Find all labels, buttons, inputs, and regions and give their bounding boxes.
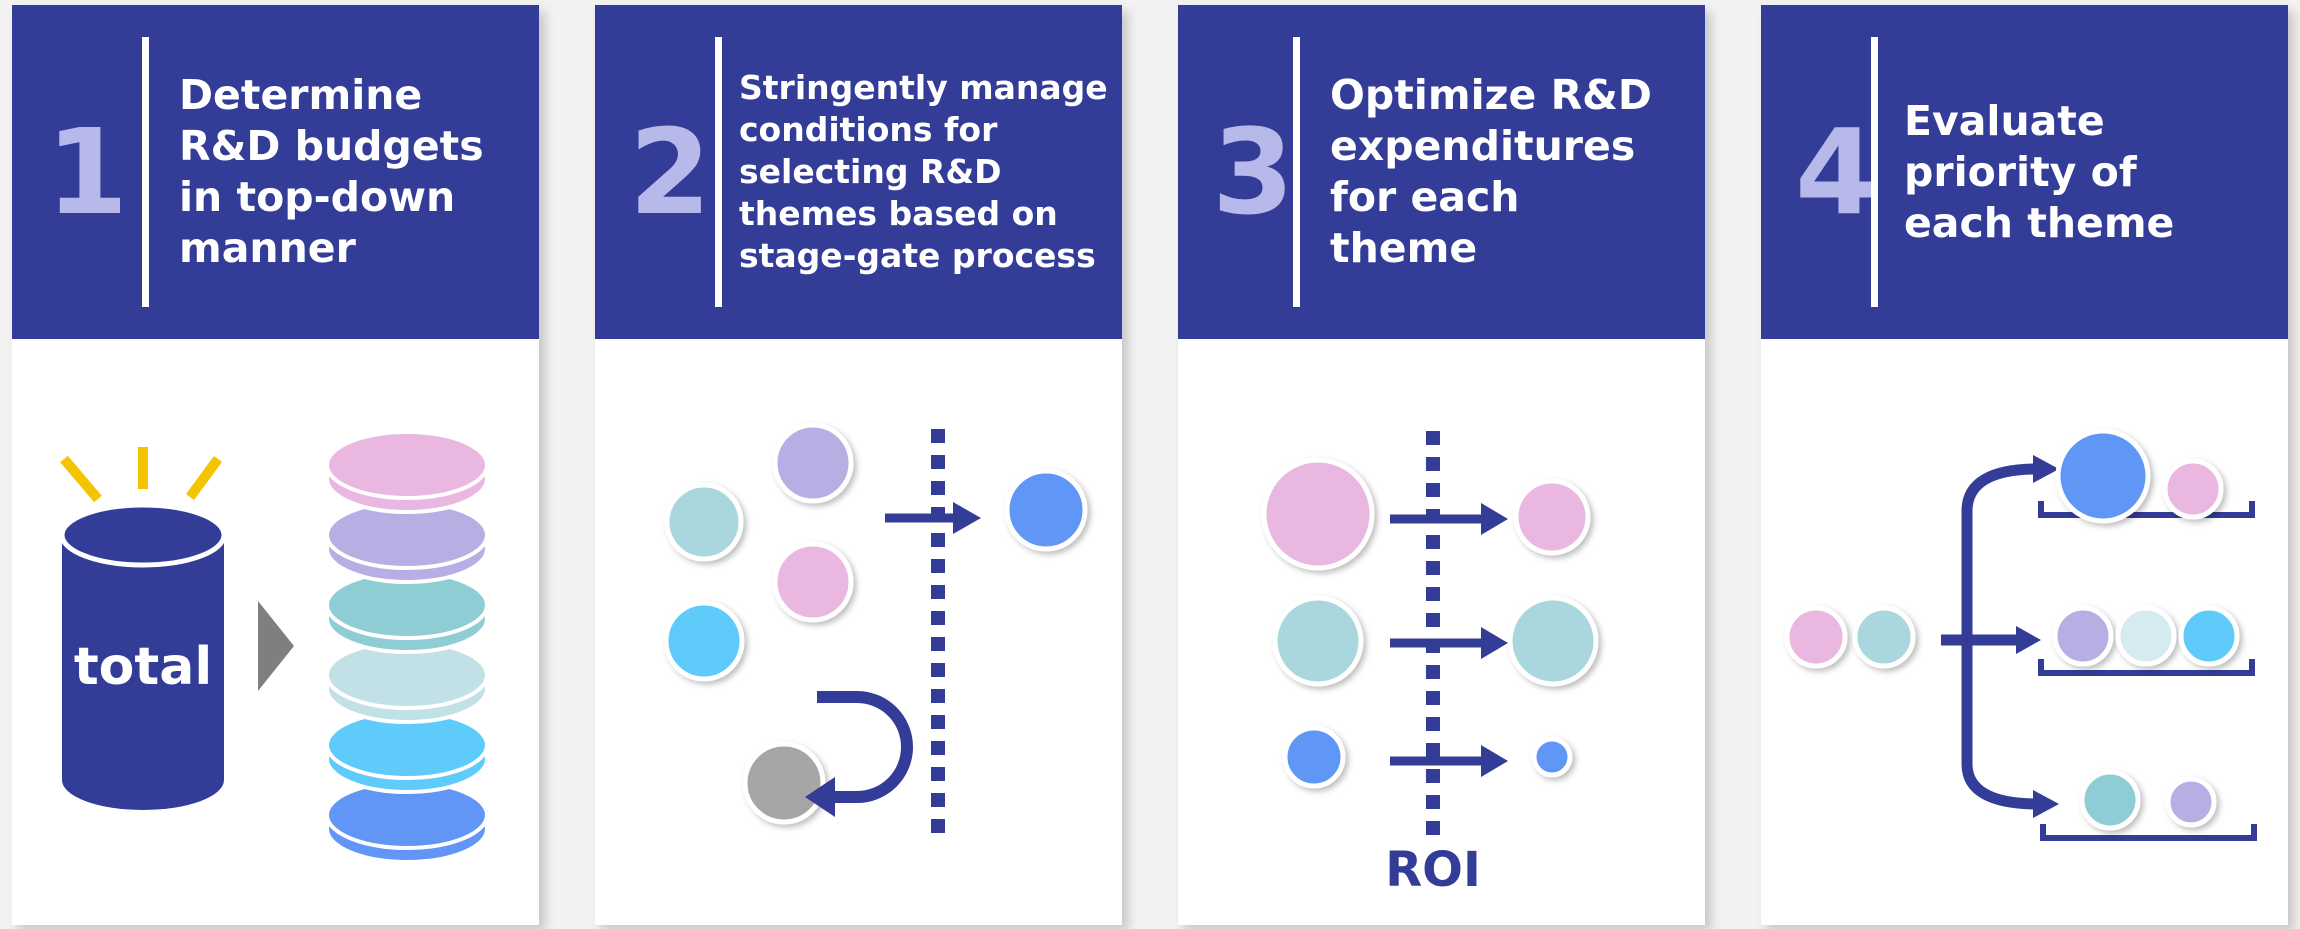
step-number-2: 2 [628,103,712,241]
disc-pink [325,430,489,514]
step-header-3: 3 Optimize R&D expenditures for each the… [1178,5,1705,339]
header-divider [1293,37,1300,307]
step-panel-1: 1 Determine R&D budgets in top-down mann… [12,5,539,925]
rejected-theme-circle-gray [742,741,826,825]
output-circle-teal [1507,595,1599,687]
roi-arrow-icon [1390,627,1508,659]
input-circle-blue [1282,725,1346,789]
priority-tray [2038,501,2257,841]
disc-sky [325,710,489,794]
output-circle-blue [1531,736,1573,778]
budget-disc-stack [325,430,489,864]
priority-circle-blue [2055,428,2151,524]
arrow-right-icon [258,601,294,691]
disc-light-teal [325,640,489,724]
priority-circle-pale [2115,605,2177,667]
budget-illustration: total [12,339,539,925]
priority-circle-pink [2162,458,2224,520]
candidate-circle-teal [1852,605,1916,669]
step-header-2: 2 Stringently manage conditions for sele… [595,5,1122,339]
step-header-1: 1 Determine R&D budgets in top-down mann… [12,5,539,339]
step-title-2: Stringently manage conditions for select… [739,68,1108,275]
header-divider [142,37,149,307]
disc-teal [325,570,489,654]
theme-circle-light-teal [664,482,744,562]
priority-illustration [1761,339,2288,925]
step-title-4: Evaluate priority of each theme [1904,96,2175,247]
step-panel-4: 4 Evaluate priority of each theme [1761,5,2288,925]
priority-circle-lavender [2052,605,2114,667]
header-divider [715,37,722,307]
step-panel-3: 3 Optimize R&D expenditures for each the… [1178,5,1705,925]
roi-label: ROI [1385,842,1481,898]
pass-arrow-icon [885,502,981,534]
total-budget-cylinder-icon: total [59,502,227,810]
theme-circle-lavender [772,422,854,504]
total-label: total [74,637,212,697]
priority-circle-sky [2178,605,2240,667]
step-title-3: Optimize R&D expenditures for each theme [1330,71,1652,272]
roi-arrow-icon [1390,745,1508,777]
input-circle-teal [1272,595,1364,687]
disc-lavender [325,500,489,584]
step-title-1: Determine R&D budgets in top-down manner [179,71,484,272]
priority-circle-lavender [2165,776,2217,828]
branching-arrow-icon [1941,463,2039,810]
roi-arrow-icon [1390,503,1508,535]
step-number-1: 1 [45,103,129,241]
disc-blue [325,780,489,864]
priority-circle-teal [2079,769,2141,831]
step-panel-2: 2 Stringently manage conditions for sele… [595,5,1122,925]
passed-theme-circle-blue [1004,468,1088,552]
header-divider [1871,37,1878,307]
input-circle-pink [1261,457,1375,571]
step-number-3: 3 [1211,103,1295,241]
theme-circle-pink [772,541,854,623]
return-arrow-icon [805,691,913,817]
step-number-4: 4 [1794,103,1878,241]
step-header-4: 4 Evaluate priority of each theme [1761,5,2288,339]
theme-circle-sky [663,600,745,682]
stage-gate-illustration [595,339,1122,925]
candidate-circle-pink [1784,605,1848,669]
spark-rays-icon [60,447,223,503]
roi-illustration: ROI [1178,339,1705,925]
output-circle-pink [1513,478,1591,556]
